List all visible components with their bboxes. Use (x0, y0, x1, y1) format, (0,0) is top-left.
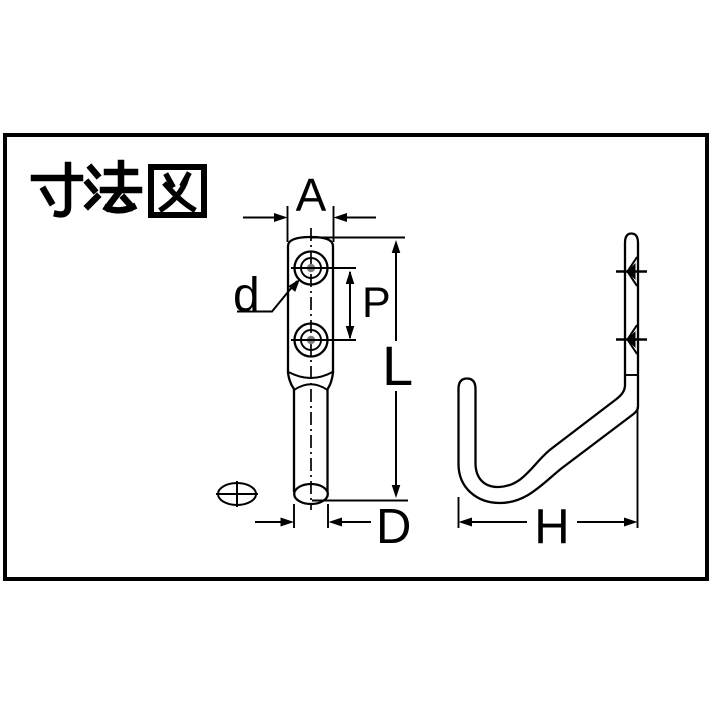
front-transition-left (286, 372, 295, 390)
arrowhead (345, 326, 355, 340)
arrowhead (391, 485, 401, 498)
arrowhead (288, 279, 300, 292)
dim-L: L (311, 236, 413, 502)
arrowhead (333, 213, 347, 222)
title-glyph-hou (83, 159, 143, 214)
mounting-hole-bottom (291, 322, 356, 358)
arrowhead (328, 517, 342, 527)
dim-label-l: L (382, 334, 413, 397)
mounting-hole-top (291, 250, 356, 286)
dim-H: H (457, 407, 639, 554)
arrowhead (458, 517, 472, 527)
front-transition-right (326, 372, 335, 390)
hole-mark-top (616, 256, 647, 287)
side-plate-cap (623, 232, 640, 244)
dim-label-dd: D (376, 500, 411, 554)
dim-label-a: A (296, 169, 327, 221)
dim-label-h: H (534, 500, 569, 554)
arrowhead (274, 213, 288, 222)
arrowhead (624, 517, 638, 527)
arrowhead (345, 270, 355, 284)
arrowhead (391, 240, 401, 253)
dim-label-p: P (362, 279, 391, 327)
dim-D: D (255, 500, 411, 554)
arrowhead (280, 517, 294, 527)
front-view: A d P L (216, 169, 413, 554)
hook-inner-edge (474, 384, 627, 489)
side-view: H (457, 232, 647, 554)
dim-label-d: d (233, 269, 260, 322)
title-glyph-sun (30, 161, 84, 218)
hook-outer-edge (457, 389, 640, 505)
hook-tip-cap (457, 377, 477, 390)
section-mark (216, 481, 258, 507)
dim-d: d (233, 269, 300, 322)
page-title (30, 159, 207, 218)
dim-P: P (345, 270, 391, 340)
hole-mark-bottom (616, 324, 647, 355)
title-glyph-zu (148, 164, 207, 218)
dim-A: A (243, 169, 376, 242)
